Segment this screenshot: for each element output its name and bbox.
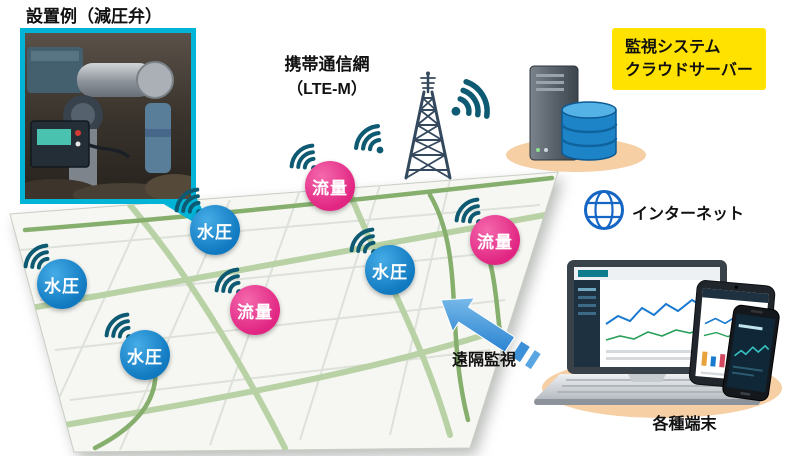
sensor-badge-flow: 流量 <box>470 215 520 265</box>
cloud-server-line1: 監視システム <box>625 39 721 56</box>
sensor-badge-pressure: 水圧 <box>190 205 240 255</box>
internet-label: インターネット <box>632 206 745 223</box>
remote-monitoring-arrow <box>440 297 541 370</box>
cloud-server-box: 監視システム クラウドサーバー <box>612 28 766 91</box>
sensor-badge-flow: 流量 <box>230 285 280 335</box>
sensor-badge-flow: 流量 <box>305 161 355 211</box>
installation-photo <box>13 28 205 207</box>
sensor-badge-label: 水圧 <box>44 276 80 296</box>
sensor-badge-pressure: 水圧 <box>120 330 170 380</box>
sensor-badge-label: 水圧 <box>372 262 408 282</box>
sensor-badge-label: 流量 <box>237 302 273 322</box>
sensor-badge-label: 流量 <box>312 178 348 198</box>
cell-tower <box>404 71 452 180</box>
database-icon <box>560 101 618 161</box>
network-label-line1: 携帯通信網 <box>284 55 370 74</box>
smartphone <box>722 304 780 402</box>
remote-monitoring-label: 遠隔監視 <box>452 352 517 369</box>
terminals-label: 各種端末 <box>652 416 717 433</box>
network-label-line2: （LTE-M） <box>287 81 367 98</box>
network-label: 携帯通信網 （LTE-M） <box>262 50 392 99</box>
sensor-badge-label: 水圧 <box>127 347 163 367</box>
photo-caption: 設置例（減圧弁） <box>26 7 162 26</box>
sensor-badge-label: 流量 <box>477 232 513 252</box>
sensor-badge-pressure: 水圧 <box>365 245 415 295</box>
sensor-badge-label: 水圧 <box>197 222 233 242</box>
sensor-badge-pressure: 水圧 <box>37 259 87 309</box>
internet-globe-icon <box>584 190 624 230</box>
signal-waves-icon <box>346 116 386 156</box>
valve-photo-graphic <box>13 33 205 207</box>
cloud-server-line2: クラウドサーバー <box>625 62 753 80</box>
